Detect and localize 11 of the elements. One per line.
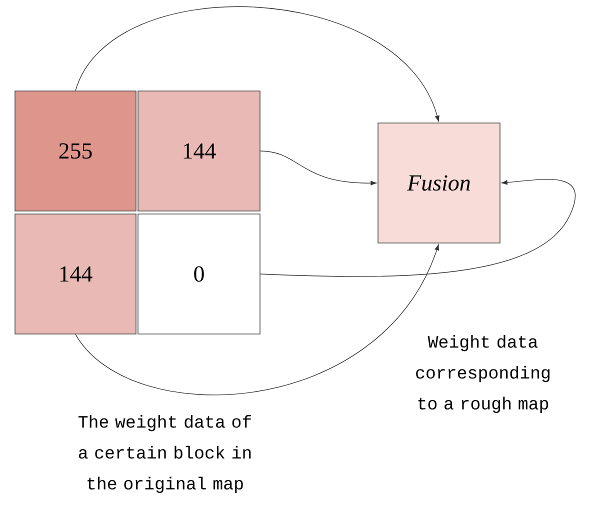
grid-cell: 144 bbox=[14, 214, 136, 334]
arrow bbox=[75, 6, 440, 122]
grid-cell: 0 bbox=[138, 214, 260, 334]
grid-cell: 144 bbox=[138, 90, 260, 212]
grid-cell: 255 bbox=[14, 90, 136, 212]
caption-text: The weight data of a certain block in the original map bbox=[78, 414, 252, 493]
arrow bbox=[75, 244, 440, 396]
arrow bbox=[260, 150, 376, 186]
arrow bbox=[260, 179, 576, 277]
caption-text: Weight data corresponding to a rough map bbox=[416, 334, 550, 413]
fusion-box: Fusion bbox=[378, 122, 500, 244]
